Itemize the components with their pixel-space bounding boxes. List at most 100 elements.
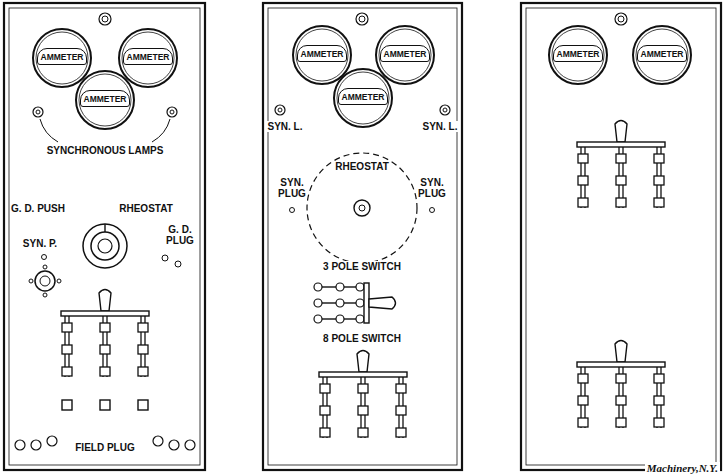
contact	[356, 283, 364, 291]
rheostat-knob	[83, 224, 127, 268]
ammeter-rim	[337, 72, 389, 124]
panel-label: RHEOSTAT	[118, 203, 174, 214]
bolt	[618, 16, 624, 22]
field-plug-hole	[15, 440, 25, 450]
screw	[29, 279, 33, 283]
screw	[43, 293, 47, 297]
rheostat-outline	[307, 153, 417, 263]
panel-label: SYNCHRONOUS LAMPS	[46, 145, 165, 156]
panel-label: SYN. L.	[266, 121, 303, 132]
push-button	[35, 271, 55, 291]
switch-handle	[369, 297, 396, 309]
bolt	[99, 13, 111, 25]
contact	[314, 283, 322, 291]
blade	[322, 302, 336, 303]
panel-border	[526, 8, 716, 465]
ammeter-rim	[79, 74, 131, 126]
switchboard-panel	[263, 3, 462, 470]
field-plug-hole	[153, 436, 163, 446]
contact	[356, 315, 364, 323]
blade	[344, 318, 356, 319]
lamp-center	[443, 108, 447, 112]
field-plug-hole	[169, 440, 179, 450]
bolt	[356, 13, 368, 25]
rheostat-hub	[359, 205, 365, 211]
push-button	[40, 276, 50, 286]
switchboard-panel	[521, 3, 721, 470]
lamp-center	[278, 108, 282, 112]
panel-label: RHEOSTAT	[334, 161, 390, 172]
knife-switch	[577, 121, 665, 209]
synchronous-lamp	[275, 105, 285, 115]
switchboard-panel	[4, 3, 205, 470]
ammeter-body	[293, 26, 351, 84]
rheostat-hub	[98, 239, 112, 253]
panel-label: G. D. PUSH	[10, 203, 66, 214]
contact	[314, 315, 322, 323]
ammeter-window: AMMETER	[380, 45, 431, 62]
panel-label: SYN. P.	[22, 238, 58, 249]
meter-label: AMMETER	[384, 49, 427, 59]
field-plug-hole	[47, 436, 57, 446]
caption: Machinery,N.Y.	[645, 462, 720, 474]
switch-crossbar	[364, 283, 369, 323]
terminal	[138, 400, 148, 410]
panel-label: SYN. PLUG	[277, 177, 307, 199]
contact	[336, 315, 344, 323]
panel-label: 8 POLE SWITCH	[322, 333, 402, 344]
panel-label: SYN. L.	[421, 121, 458, 132]
terminal	[62, 400, 72, 410]
ammeter-body	[119, 29, 177, 87]
panel-border	[9, 8, 200, 465]
meter-label: AMMETER	[641, 49, 684, 59]
leader-line	[40, 119, 58, 142]
ammeter-rim	[379, 29, 431, 81]
screw	[57, 279, 61, 283]
meter-label: AMMETER	[84, 94, 127, 104]
plug-hole	[430, 208, 435, 213]
knife-switch	[61, 290, 149, 378]
blade	[322, 318, 336, 319]
ammeter-window: AMMETER	[123, 48, 174, 65]
bolt	[359, 16, 365, 22]
panel-label: FIELD PLUG	[74, 442, 135, 453]
plug-hole	[290, 208, 295, 213]
ammeter-window: AMMETER	[297, 45, 348, 62]
knife-switch	[319, 351, 407, 439]
ammeter-body	[76, 71, 134, 129]
ammeter-rim	[122, 32, 174, 84]
plug-hole	[175, 261, 181, 267]
rheostat-knob	[91, 232, 119, 260]
ammeter-rim	[296, 29, 348, 81]
ammeter-window: AMMETER	[80, 90, 131, 107]
knife-switch	[577, 341, 665, 429]
ammeter-window: AMMETER	[37, 48, 88, 65]
ammeter-body	[33, 29, 91, 87]
ammeter-body	[376, 26, 434, 84]
synchronous-lamp	[33, 107, 43, 117]
ammeter-body	[549, 26, 607, 84]
panel-label: SYN. PLUG	[417, 177, 447, 199]
screw	[43, 265, 47, 269]
leader-line	[152, 119, 170, 142]
blade	[344, 286, 356, 287]
panel-border	[268, 8, 457, 465]
ammeter-window: AMMETER	[553, 45, 604, 62]
bolt	[102, 16, 108, 22]
rheostat-knob	[354, 200, 370, 216]
lamp-center	[36, 110, 40, 114]
meter-label: AMMETER	[301, 49, 344, 59]
contact	[336, 299, 344, 307]
blade	[322, 286, 336, 287]
ammeter-window: AMMETER	[338, 88, 389, 105]
contact	[356, 299, 364, 307]
ammeter-body	[334, 69, 392, 127]
ammeter-window: AMMETER	[637, 45, 688, 62]
panel-label: 3 POLE SWITCH	[322, 261, 402, 272]
lamp-center	[170, 110, 174, 114]
terminal	[100, 400, 110, 410]
synchronous-lamp	[167, 107, 177, 117]
blade	[344, 302, 356, 303]
contact	[314, 299, 322, 307]
